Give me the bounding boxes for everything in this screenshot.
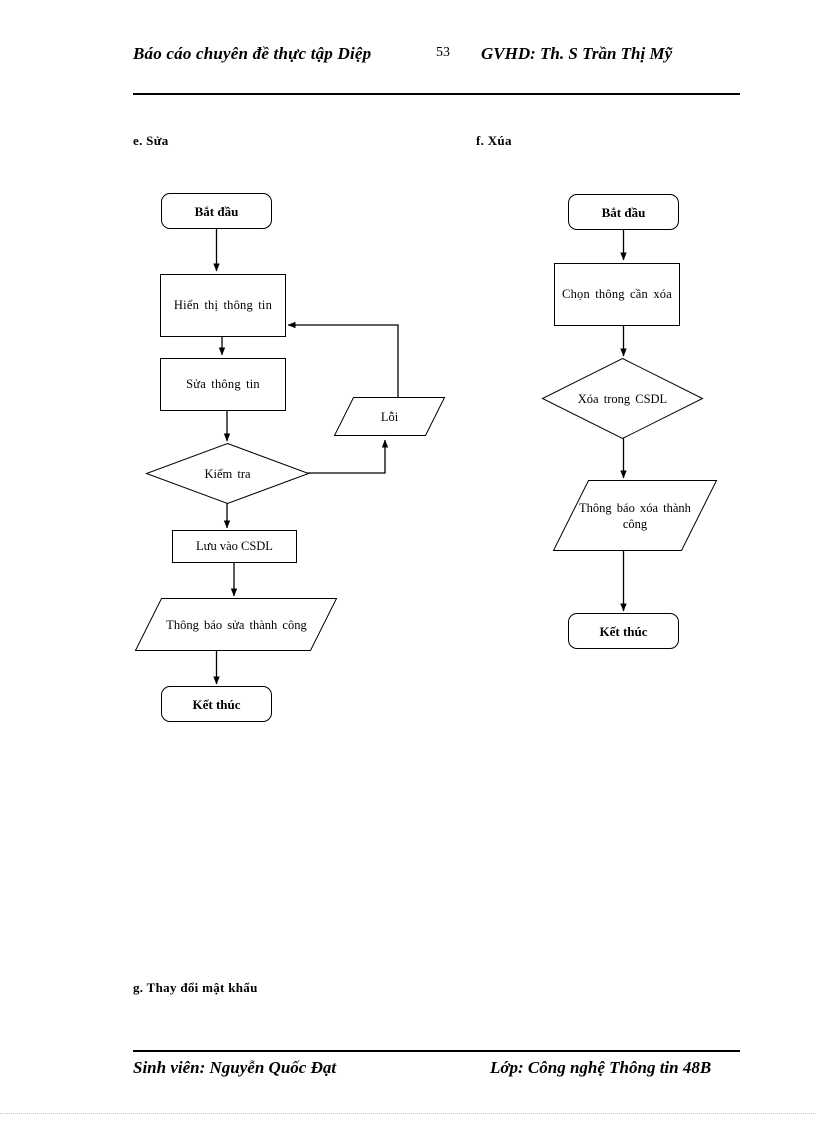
section-label-g: g. Thay đổi mật khẩu: [133, 980, 258, 995]
footer-class: Lớp: Công nghệ Thông tin 48B: [490, 1058, 712, 1077]
node-delete-db: Xóa trong CSDL: [542, 358, 703, 439]
node-label: Hiển thị thông tin: [173, 298, 273, 312]
running-header: Báo cáo chuyên đề thực tập Diệp 53 GVHD:…: [133, 43, 740, 95]
node-edit-notify-success: Thông báo sửa thành công: [149, 598, 324, 651]
node-edit-start: Bắt đầu: [161, 193, 272, 229]
node-label: Bắt đầu: [194, 203, 239, 219]
section-label-e: e. Sửa: [133, 133, 169, 148]
header-rule: [133, 93, 740, 95]
page-number: 53: [436, 45, 450, 60]
node-edit-error: Lỗi: [334, 397, 445, 436]
node-edit-display-info: Hiển thị thông tin: [160, 274, 286, 337]
node-delete-notify-shape: [552, 480, 718, 551]
node-label: Kiểm tra: [204, 466, 251, 481]
node-label: Xóa trong CSDL: [577, 391, 668, 406]
header-title-right: GVHD: Th. S Trần Thị Mỹ: [481, 44, 673, 63]
header-title-left: Báo cáo chuyên đề thực tập Diệp: [133, 44, 372, 63]
node-label: Bắt đầu: [601, 204, 646, 220]
footer-rule: [133, 1050, 740, 1052]
node-label: Sửa thông tin: [186, 377, 260, 391]
node-delete-end: Kết thúc: [568, 613, 679, 649]
node-delete-select-info: Chọn thông cần xóa: [554, 263, 680, 326]
node-edit-check: Kiểm tra: [146, 443, 309, 504]
section-label-f: f. Xúa: [476, 133, 512, 148]
node-label: Lỗi: [380, 409, 399, 424]
node-edit-end: Kết thúc: [161, 686, 272, 722]
node-label: Kết thúc: [599, 623, 648, 639]
node-label: Lưu vào CSDL: [196, 539, 273, 553]
page-edge-divider: [0, 1113, 816, 1114]
node-label: Thông báo xóa thành công: [579, 500, 691, 531]
node-edit-check-shape: [145, 442, 310, 505]
node-delete-db-shape: [541, 357, 704, 440]
node-delete-notify-success: Thông báo xóa thành công: [571, 480, 699, 551]
node-label: Kết thúc: [192, 696, 241, 712]
footer-student: Sinh viên: Nguyễn Quốc Đạt: [133, 1058, 337, 1077]
node-edit-edit-info: Sửa thông tin: [160, 358, 286, 411]
node-label: Thông báo sửa thành công: [166, 617, 307, 632]
node-edit-save-db: Lưu vào CSDL: [172, 530, 297, 563]
node-edit-notify-shape: [134, 598, 338, 651]
node-label: Chọn thông cần xóa: [562, 287, 672, 301]
node-delete-start: Bắt đầu: [568, 194, 679, 230]
node-edit-error-shape: [333, 397, 446, 436]
